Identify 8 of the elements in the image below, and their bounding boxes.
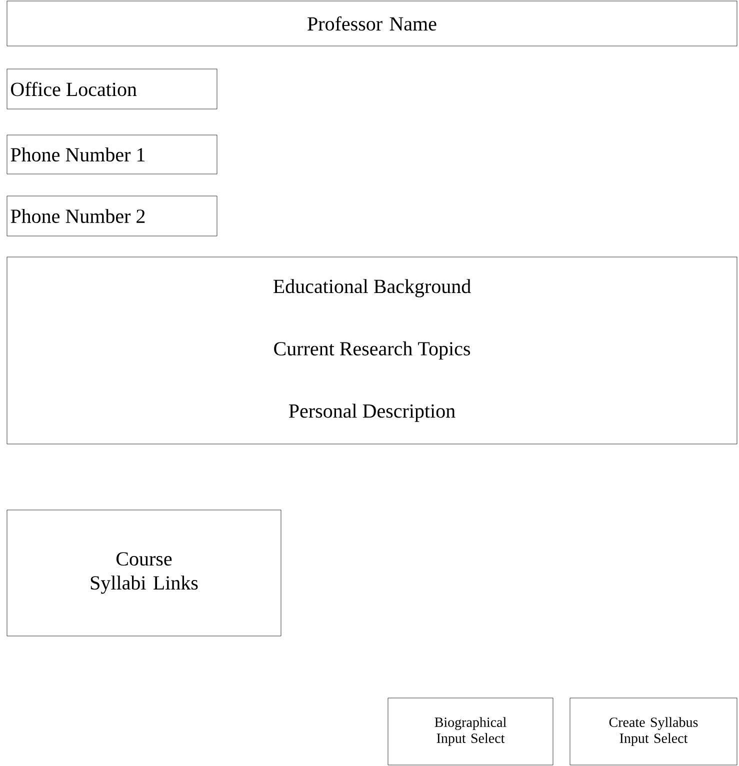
content-box: Biographical Input Select [388,698,554,766]
content-box: Course Syllabi Links [6,510,282,636]
content-box: Phone Number 2 [6,196,218,236]
content-box: Educational Background Current Research Topics Personal Description [6,256,738,444]
content-box: Phone Number 1 [6,134,218,174]
content-box: Create Syllabus Input Select [570,698,738,766]
title-box: Professor Name [6,0,738,46]
content-box: Office Location [6,68,218,110]
